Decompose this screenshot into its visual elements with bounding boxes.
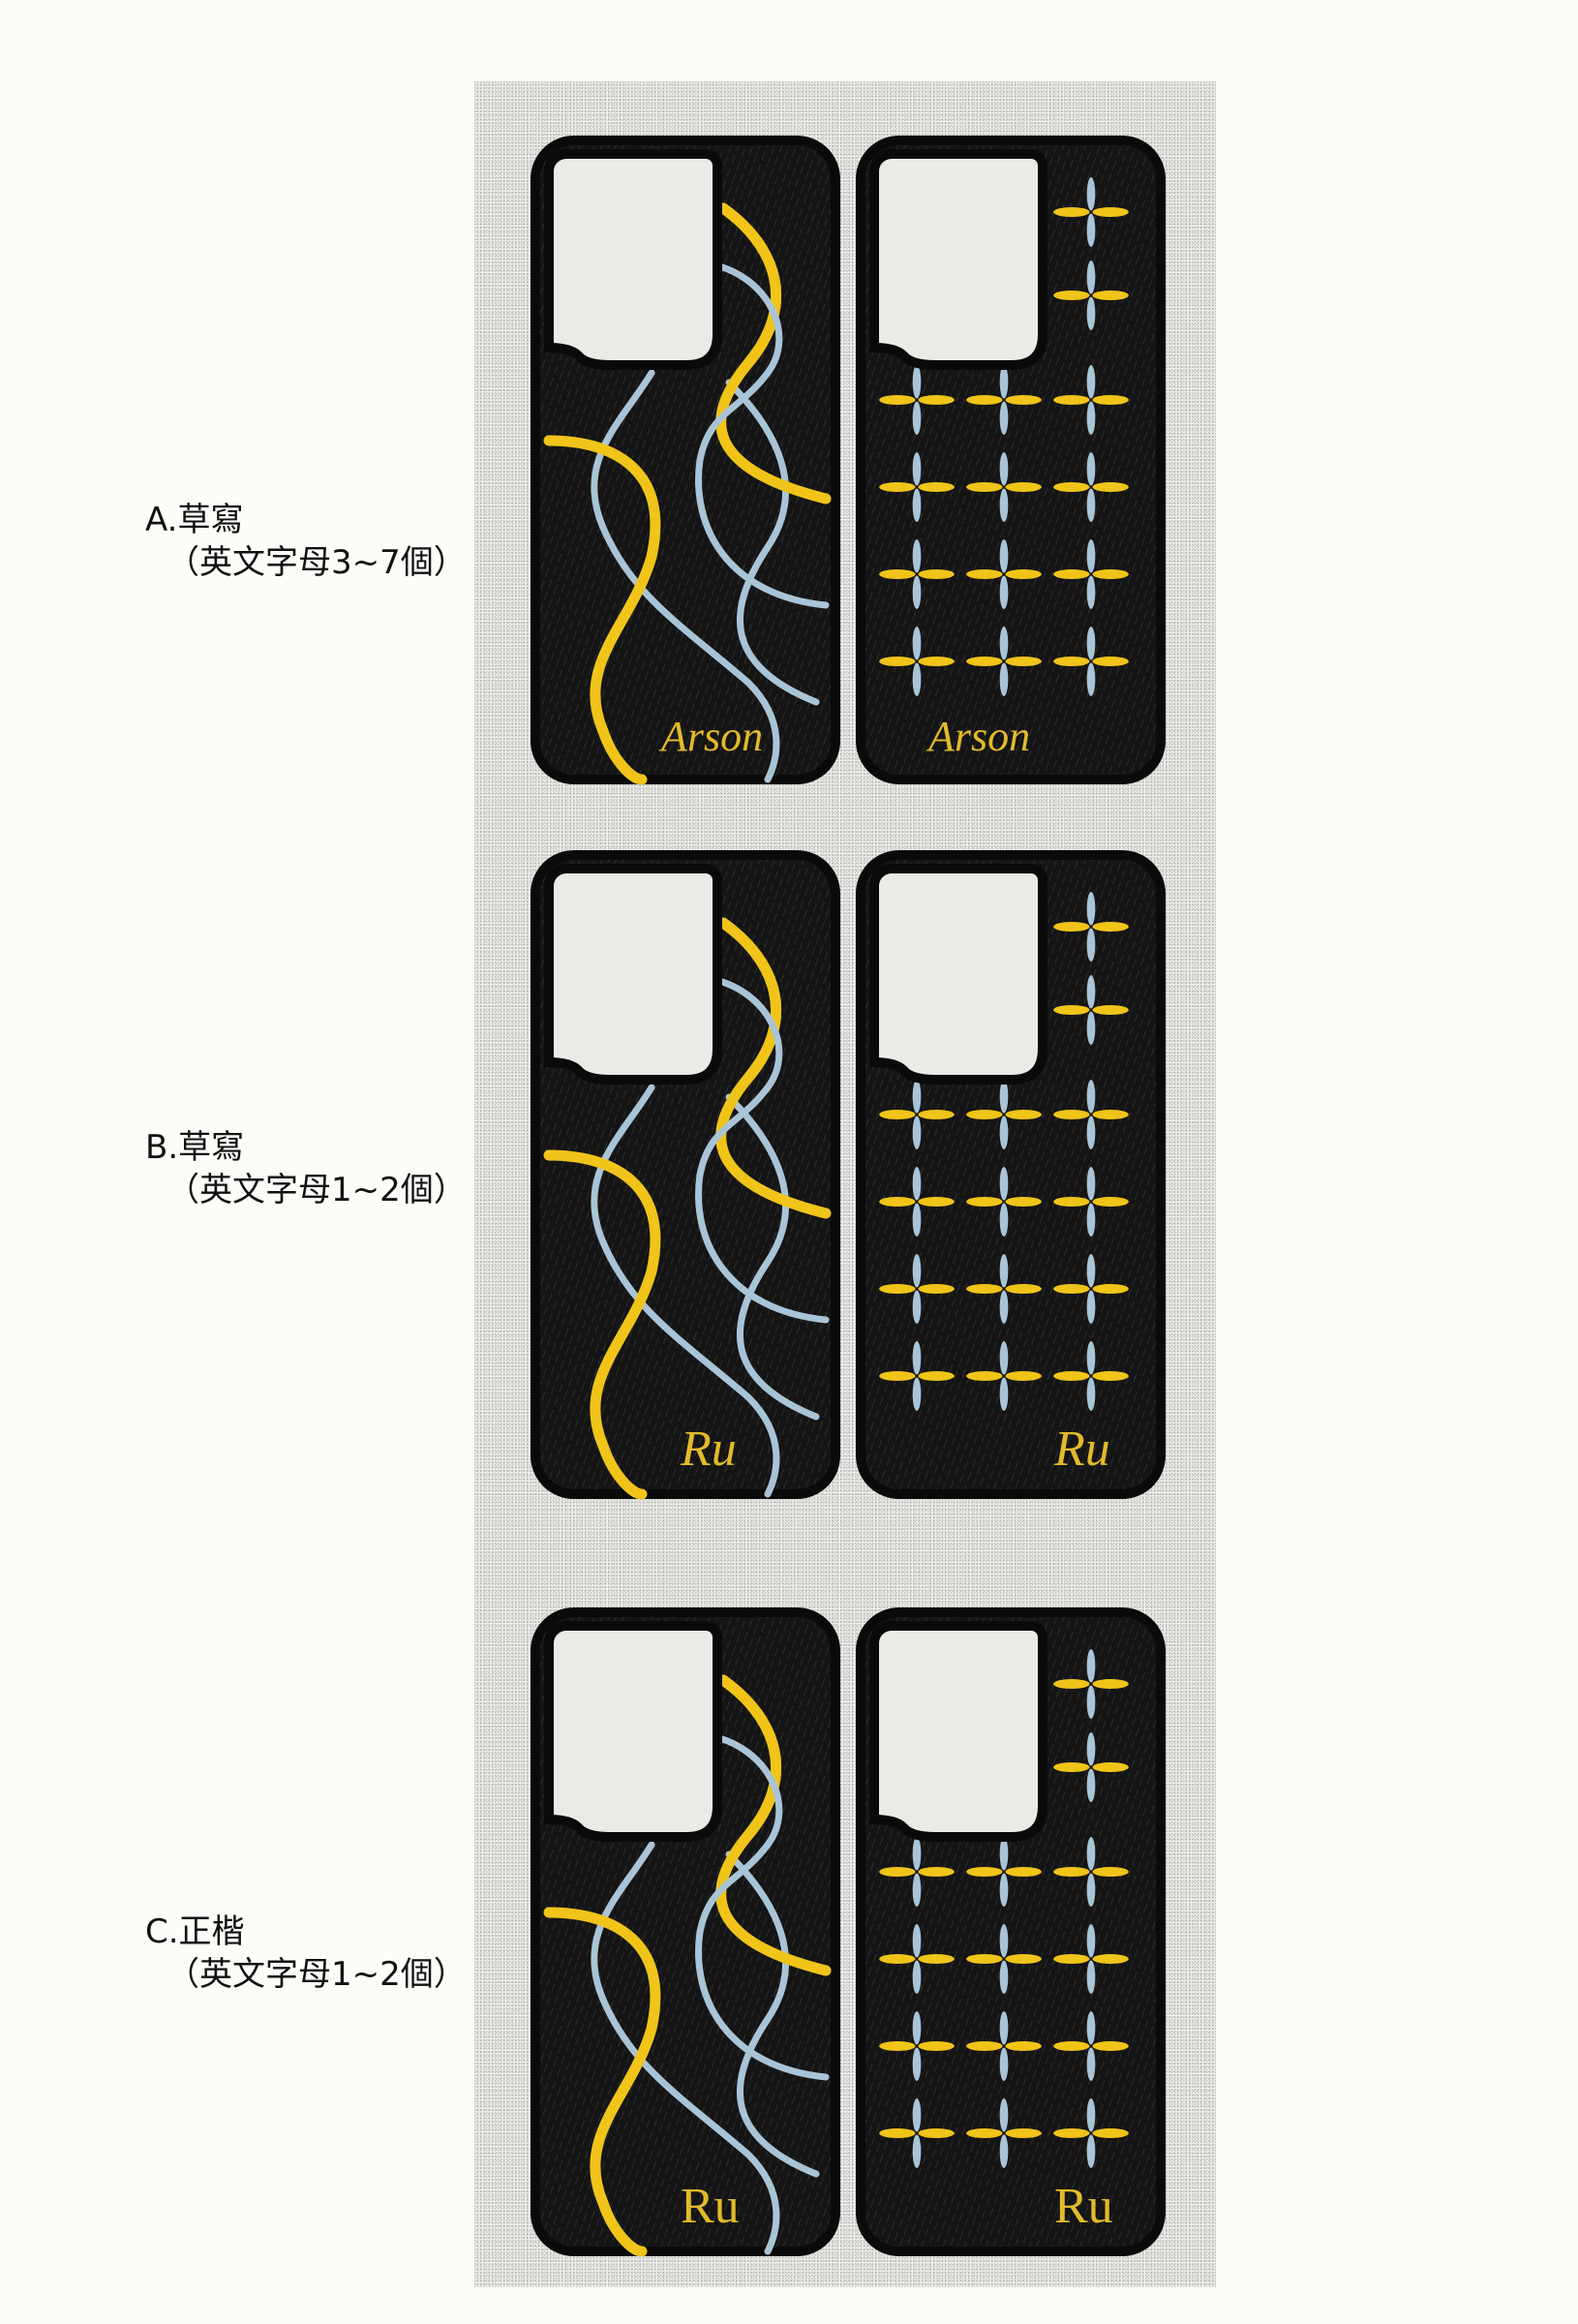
wave-lines-design (543, 917, 832, 1500)
engraved-name-text: Arson (658, 713, 763, 760)
engraved-name-text: Ru (680, 1422, 737, 1477)
phone-case-a-wave-lines[interactable]: Arson (531, 136, 840, 794)
engraved-name-text: Arson (926, 713, 1030, 760)
phone-case-a-flower-cross-grid[interactable]: Arson (856, 136, 1166, 794)
option-c-subtitle: （英文字母1~2個） (167, 1955, 467, 1994)
option-a-subtitle: （英文字母3~7個） (167, 543, 467, 582)
option-b-subtitle: （英文字母1~2個） (167, 1171, 467, 1209)
camera-cutout (874, 869, 1043, 1080)
engraved-name-text: Ru (1054, 2179, 1113, 2234)
camera-cutout (549, 1626, 717, 1837)
phone-case-c-wave-lines[interactable]: Ru (531, 1607, 840, 2266)
option-b-title: B.草寫 (145, 1128, 245, 1167)
camera-cutout (549, 154, 717, 365)
engraved-name-text: Ru (681, 2179, 740, 2234)
option-b-label: B.草寫 （英文字母1~2個） (145, 1126, 467, 1211)
phone-case-b-flower-cross-grid[interactable]: Ru (856, 850, 1166, 1509)
camera-cutout (874, 1626, 1043, 1837)
engraved-name-text: Ru (1053, 1422, 1110, 1477)
wave-lines-design (543, 202, 832, 785)
camera-cutout (549, 869, 717, 1080)
option-a-label: A.草寫 （英文字母3~7個） (145, 499, 467, 584)
phone-case-c-flower-cross-grid[interactable]: Ru (856, 1607, 1166, 2266)
phone-case-b-wave-lines[interactable]: Ru (531, 850, 840, 1509)
option-a-title: A.草寫 (145, 501, 244, 539)
wave-lines-design (543, 1674, 832, 2257)
camera-cutout (874, 154, 1043, 365)
option-c-title: C.正楷 (145, 1912, 245, 1951)
option-c-label: C.正楷 （英文字母1~2個） (145, 1911, 467, 1996)
